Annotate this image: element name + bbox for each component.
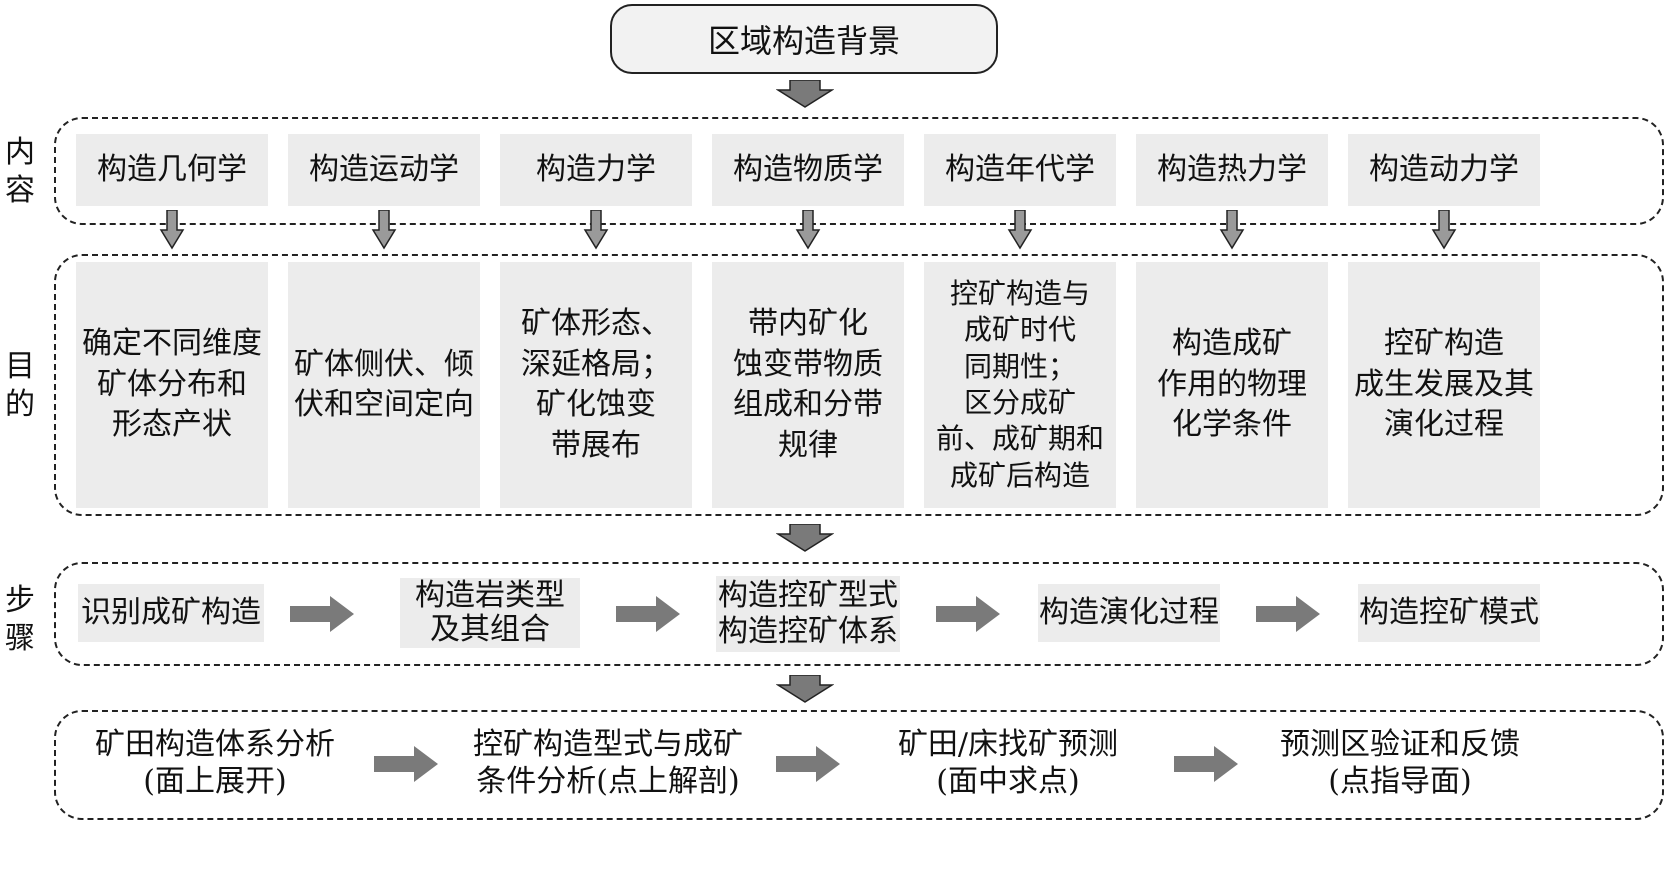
right-arrow-icon: [1256, 596, 1320, 632]
content-item-label: 构造年代学: [945, 151, 1095, 187]
step-item: 识别成矿构造: [78, 584, 264, 642]
purpose-item: 控矿构造与 成矿时代 同期性； 区分成矿 前、成矿期和 成矿后构造: [924, 262, 1116, 508]
step-item: 构造岩类型 及其组合: [400, 578, 580, 648]
purpose-item: 控矿构造 成生发展及其 演化过程: [1348, 262, 1540, 508]
small-down-arrow-icon: [583, 210, 609, 250]
right-arrow-icon: [374, 746, 438, 782]
bottom-item: 矿田构造体系分析 (面上展开): [95, 726, 335, 800]
content-item-label: 构造力学: [536, 151, 656, 187]
content-item: 构造动力学: [1348, 134, 1540, 206]
purpose-side-label: 目 的: [5, 349, 35, 422]
right-arrow-icon: [616, 596, 680, 632]
content-item: 构造力学: [500, 134, 692, 206]
down-arrow-icon: [776, 524, 834, 552]
prospecting-section: [54, 710, 1664, 820]
content-item-label: 构造热力学: [1157, 151, 1307, 187]
purpose-section: [54, 254, 1664, 516]
down-arrow-icon: [776, 675, 834, 703]
purpose-item: 矿体形态、 深延格局； 矿化蚀变 带展布: [500, 262, 692, 508]
step-item: 构造控矿型式 构造控矿体系: [716, 576, 900, 652]
right-arrow-icon: [936, 596, 1000, 632]
content-item: 构造运动学: [288, 134, 480, 206]
purpose-item: 确定不同维度 矿体分布和 形态产状: [76, 262, 268, 508]
bottom-item: 预测区验证和反馈 (点指导面): [1280, 726, 1520, 800]
content-item: 构造热力学: [1136, 134, 1328, 206]
steps-side-label: 步 骤: [5, 583, 35, 656]
right-arrow-icon: [1174, 746, 1238, 782]
right-arrow-icon: [290, 596, 354, 632]
small-down-arrow-icon: [795, 210, 821, 250]
small-down-arrow-icon: [159, 210, 185, 250]
content-item-label: 构造物质学: [733, 151, 883, 187]
content-item-label: 构造运动学: [309, 151, 459, 187]
content-item-label: 构造几何学: [97, 151, 247, 187]
content-item-label: 构造动力学: [1369, 151, 1519, 187]
bottom-item: 矿田/床找矿预测 (面中求点): [897, 726, 1119, 800]
bottom-item: 控矿构造型式与成矿 条件分析(点上解剖): [473, 726, 743, 800]
purpose-item: 矿体侧伏、倾 伏和空间定向: [288, 262, 480, 508]
purpose-item: 构造成矿 作用的物理 化学条件: [1136, 262, 1328, 508]
small-down-arrow-icon: [371, 210, 397, 250]
content-item: 构造几何学: [76, 134, 268, 206]
content-section: [54, 117, 1664, 225]
regional-tectonic-background-box: 区域构造背景: [610, 4, 998, 74]
small-down-arrow-icon: [1431, 210, 1457, 250]
step-item: 构造控矿模式: [1358, 584, 1540, 642]
purpose-item: 带内矿化 蚀变带物质 组成和分带 规律: [712, 262, 904, 508]
content-item: 构造年代学: [924, 134, 1116, 206]
content-item: 构造物质学: [712, 134, 904, 206]
content-side-label: 内 容: [5, 135, 35, 208]
step-item: 构造演化过程: [1038, 584, 1220, 642]
down-arrow-icon: [776, 80, 834, 108]
small-down-arrow-icon: [1219, 210, 1245, 250]
right-arrow-icon: [776, 746, 840, 782]
steps-section: [54, 562, 1664, 666]
small-down-arrow-icon: [1007, 210, 1033, 250]
top-box-label: 区域构造背景: [707, 22, 900, 60]
